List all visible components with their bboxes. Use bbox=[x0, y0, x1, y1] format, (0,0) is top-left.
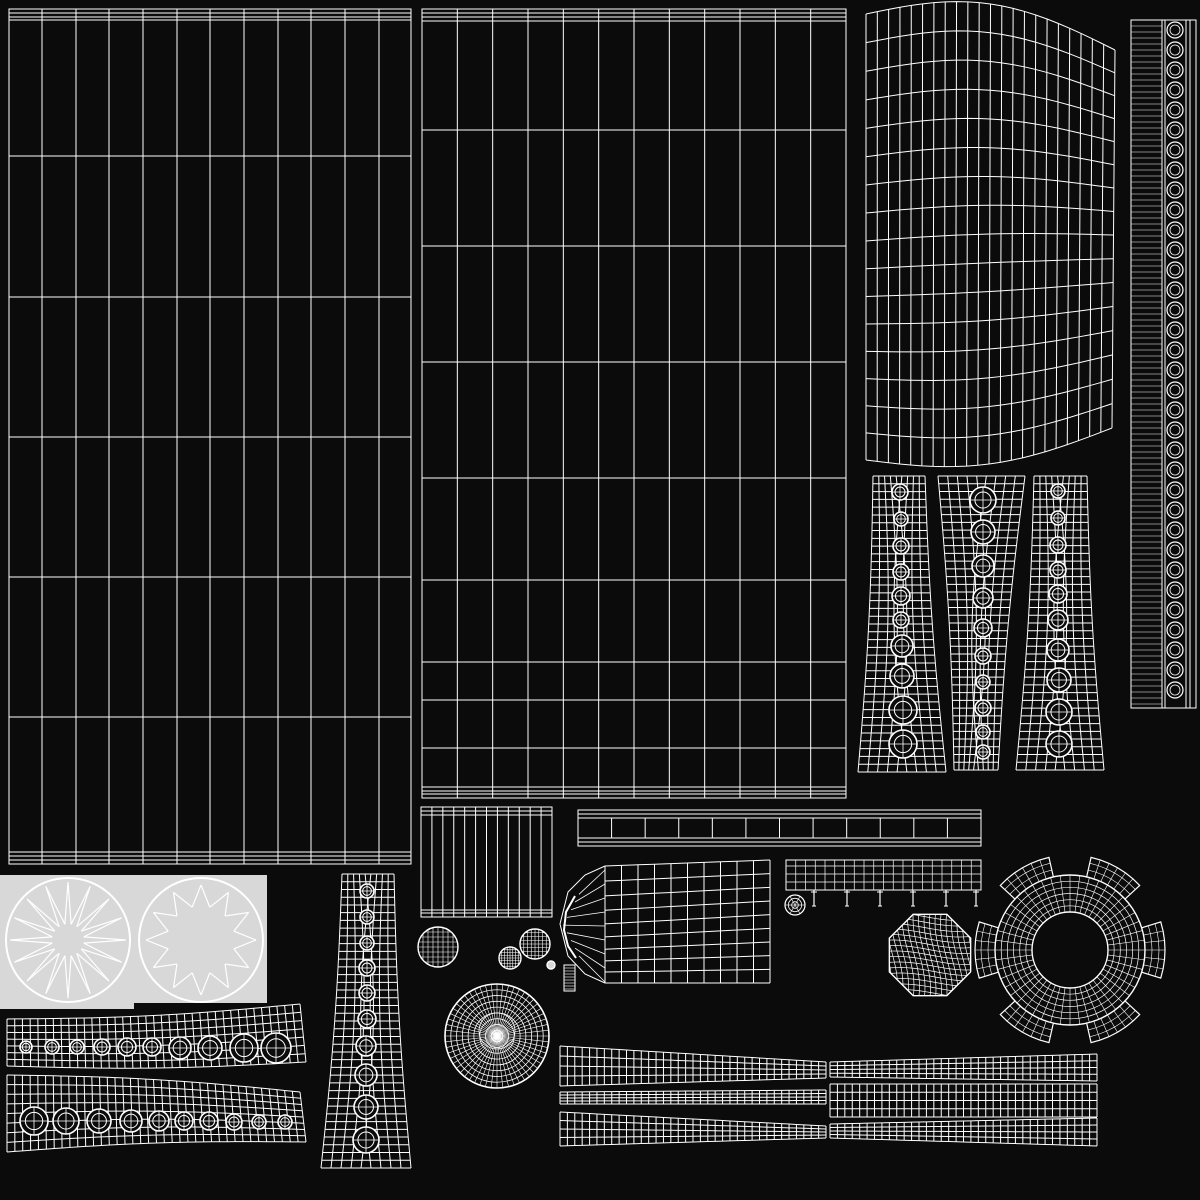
horizontal-strip-bottom bbox=[6, 1074, 307, 1153]
small-spheres bbox=[417, 926, 576, 992]
uv-islands bbox=[0, 1, 1197, 1169]
panel-large-center bbox=[421, 8, 847, 799]
star-discs bbox=[0, 875, 267, 1009]
panel-large-left bbox=[8, 8, 412, 865]
radial-disc bbox=[444, 983, 550, 1089]
cone-patch bbox=[559, 859, 771, 984]
cog-ring bbox=[974, 856, 1166, 1044]
tall-strip-right bbox=[1130, 19, 1197, 709]
tapered-strip-3 bbox=[1015, 475, 1105, 771]
tapered-strip-2 bbox=[937, 475, 1026, 771]
long-strips bbox=[559, 1045, 1098, 1147]
fringe-strip bbox=[784, 859, 982, 916]
cloth-panel bbox=[865, 1, 1116, 468]
small-square-grid bbox=[420, 806, 553, 918]
horizontal-strip-top bbox=[6, 1003, 307, 1069]
tapered-strip-4 bbox=[320, 873, 412, 1169]
tapered-strip-1 bbox=[857, 475, 947, 773]
thin-bar bbox=[577, 809, 982, 847]
